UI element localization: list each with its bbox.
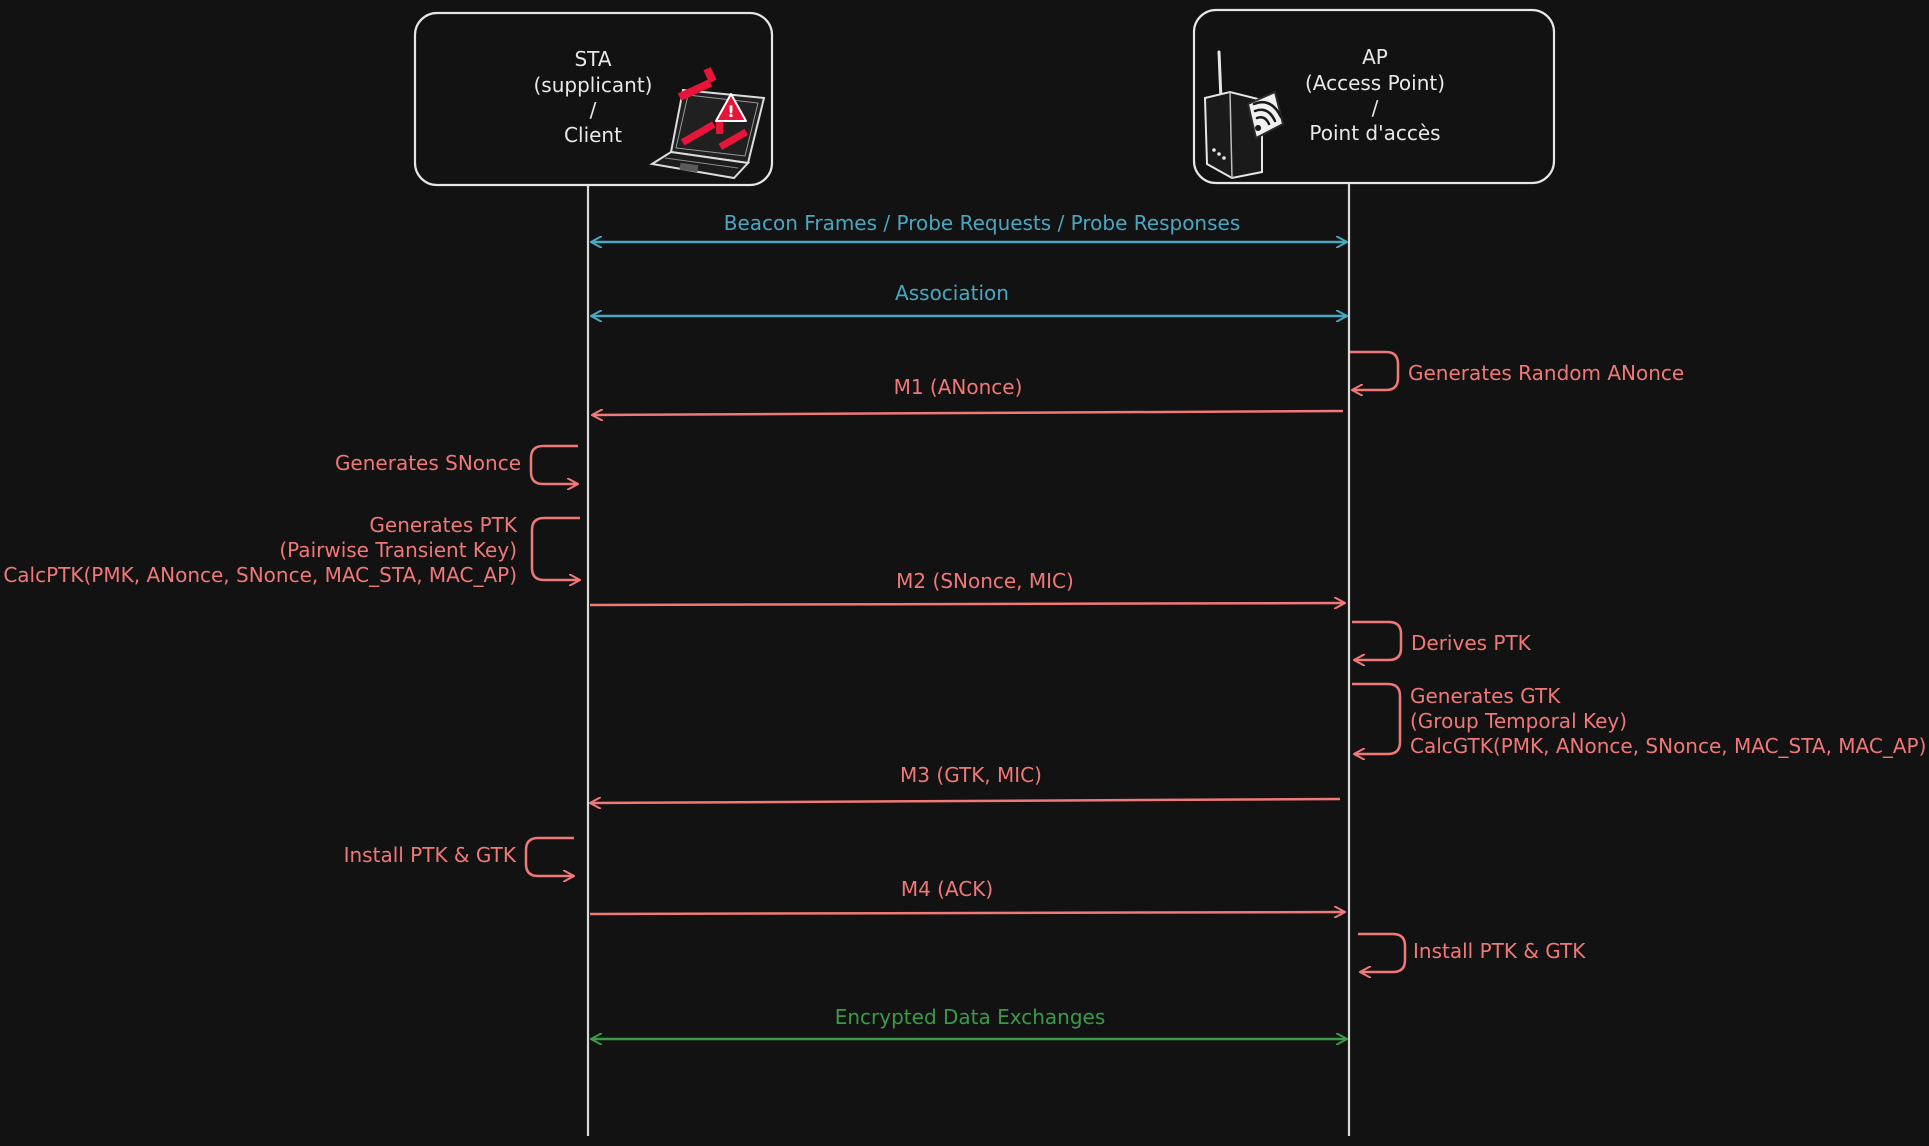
- note-ap-gtk-loop: [1352, 682, 1402, 754]
- message-m3-label: M3 (GTK, MIC): [900, 763, 1042, 787]
- note-ap-derive-text: Derives PTK: [1411, 631, 1532, 655]
- message-m4: M4 (ACK): [589, 877, 1345, 914]
- note-ap-gtk-line-2: (Group Temporal Key): [1410, 709, 1627, 733]
- note-sta-snonce-text: Generates SNonce: [335, 451, 521, 475]
- ap-label-line-3: /: [1372, 96, 1379, 120]
- sta-participant: STA (supplicant) / Client !: [413, 11, 774, 187]
- note-sta-install-text: Install PTK & GTK: [344, 843, 517, 867]
- note-sta-install: Install PTK & GTK: [344, 836, 574, 876]
- ap-label-line-2: (Access Point): [1305, 71, 1445, 95]
- message-m3: M3 (GTK, MIC): [590, 763, 1341, 803]
- sta-label-line-4: Client: [564, 123, 622, 147]
- message-m1-label: M1 (ANonce): [894, 375, 1023, 399]
- note-sta-ptk-loop: [530, 516, 580, 580]
- ap-label-line-4: Point d'accès: [1309, 121, 1440, 145]
- message-association: Association: [591, 281, 1347, 316]
- note-ap-gtk: Generates GTK (Group Temporal Key) CalcG…: [1352, 682, 1926, 758]
- ap-box: [1192, 8, 1556, 185]
- note-ap-gtk-line-3: CalcGTK(PMK, ANonce, SNonce, MAC_STA, MA…: [1410, 734, 1926, 758]
- note-ap-anonce: Generates Random ANonce: [1350, 350, 1684, 390]
- message-m4-arrow: [589, 912, 1345, 914]
- note-sta-ptk-line-2: (Pairwise Transient Key): [279, 538, 517, 562]
- note-ap-install-loop: [1358, 932, 1407, 972]
- note-sta-ptk: Generates PTK (Pairwise Transient Key) C…: [3, 513, 580, 587]
- note-ap-derive: Derives PTK: [1352, 620, 1532, 660]
- sta-label-line-3: /: [590, 98, 597, 122]
- note-ap-install: Install PTK & GTK: [1358, 932, 1586, 972]
- note-ap-gtk-line-1: Generates GTK: [1410, 684, 1561, 708]
- note-sta-snonce-loop: [529, 444, 578, 484]
- message-m2-arrow: [589, 603, 1345, 605]
- message-m1: M1 (ANonce): [592, 375, 1344, 415]
- note-sta-ptk-line-3: CalcPTK(PMK, ANonce, SNonce, MAC_STA, MA…: [3, 563, 517, 587]
- message-m1-arrow: [592, 411, 1344, 415]
- note-sta-ptk-line-1: Generates PTK: [369, 513, 517, 537]
- wifi-router-icon: [1203, 50, 1285, 180]
- message-m4-label: M4 (ACK): [901, 877, 993, 901]
- message-m2: M2 (SNonce, MIC): [589, 569, 1345, 605]
- ap-participant: AP (Access Point) / Point d'accès: [1192, 8, 1556, 185]
- message-m3-arrow: [590, 799, 1341, 803]
- sta-box: [413, 11, 774, 187]
- message-association-label: Association: [895, 281, 1009, 305]
- note-sta-snonce: Generates SNonce: [335, 444, 578, 484]
- message-beacon: Beacon Frames / Probe Requests / Probe R…: [591, 211, 1347, 242]
- message-beacon-label: Beacon Frames / Probe Requests / Probe R…: [724, 211, 1241, 235]
- note-ap-install-text: Install PTK & GTK: [1413, 939, 1586, 963]
- ap-label-line-1: AP: [1362, 45, 1388, 69]
- message-encrypted: Encrypted Data Exchanges: [591, 1005, 1347, 1039]
- note-sta-install-loop: [524, 836, 574, 876]
- note-ap-anonce-loop: [1350, 350, 1400, 390]
- message-encrypted-label: Encrypted Data Exchanges: [835, 1005, 1106, 1029]
- sta-label-line-2: (supplicant): [534, 73, 653, 97]
- sta-label-line-1: STA: [574, 47, 611, 71]
- svg-text:!: !: [727, 102, 734, 121]
- message-m2-label: M2 (SNonce, MIC): [896, 569, 1074, 593]
- note-ap-derive-loop: [1352, 620, 1403, 660]
- laptop-warning-icon: !: [649, 66, 766, 180]
- note-ap-anonce-text: Generates Random ANonce: [1408, 361, 1684, 385]
